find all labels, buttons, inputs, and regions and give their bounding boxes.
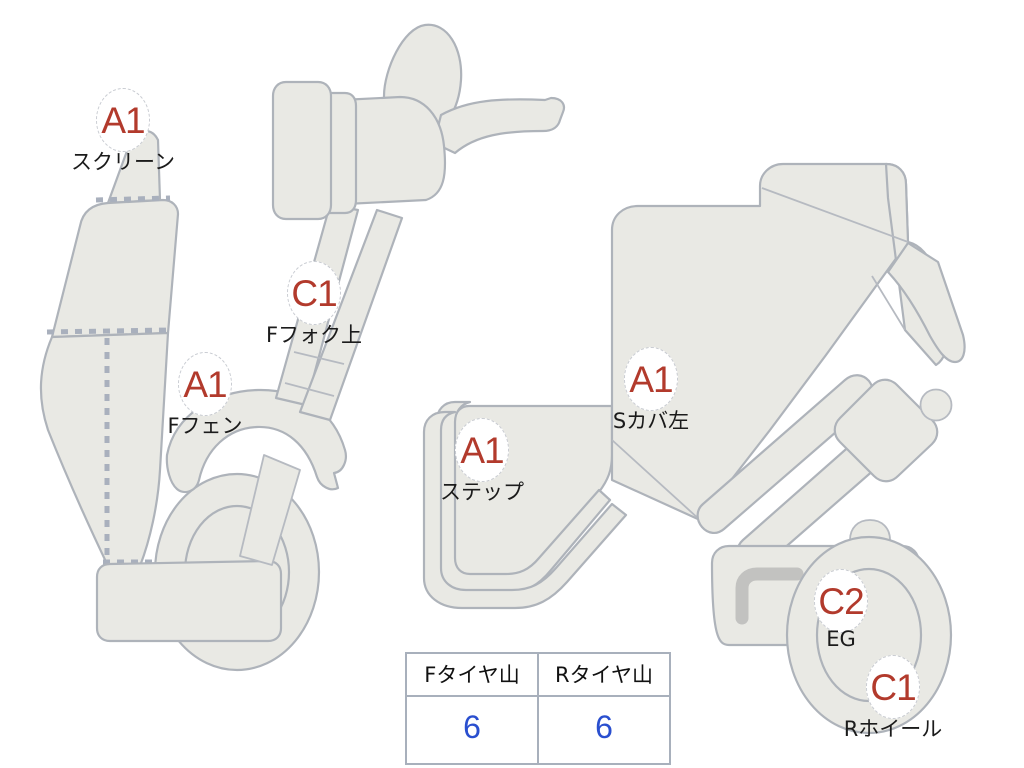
value-front-tire-tread: 6	[405, 695, 539, 765]
callout-label: EG	[826, 627, 856, 651]
floorboard-lower-rail	[422, 410, 628, 610]
front-fork-lower-leg	[239, 454, 301, 566]
grade-badge: A1	[96, 88, 150, 152]
shield-dashed-divider-mid	[46, 327, 171, 335]
callout-rear-wheel[interactable]: C1 Rホイール	[844, 655, 942, 741]
callout-step[interactable]: A1 ステップ	[440, 418, 524, 504]
front-fender	[165, 388, 347, 494]
muffler-tip	[919, 388, 953, 422]
grade-badge: A1	[455, 418, 509, 482]
callout-engine[interactable]: C2 EG	[814, 569, 868, 651]
side-cover-seam-c	[611, 439, 701, 521]
table-header-row: Fタイヤ山 Rタイヤ山	[405, 652, 671, 697]
front-fork-upper-right-tube	[298, 208, 404, 422]
column-header-rear-tire: Rタイヤ山	[537, 652, 671, 697]
callout-label: ステップ	[440, 480, 524, 504]
rear-fender-tail	[886, 241, 966, 364]
fork-upper-joint-line-a	[293, 351, 345, 365]
callout-label: Rホイール	[843, 717, 943, 741]
callout-front-fork-upper[interactable]: C1 Fフォク上	[266, 261, 362, 347]
engine-exhaust-pipe	[735, 567, 804, 625]
callout-screen[interactable]: A1 スクリーン	[71, 88, 175, 174]
side-cover-seam-b	[871, 275, 906, 331]
muffler-upper-arm	[696, 374, 874, 534]
column-header-front-tire: Fタイヤ山	[405, 652, 539, 697]
front-shield-lower-panel	[39, 331, 170, 568]
grade-badge: C1	[866, 655, 920, 719]
headlight-lens-front	[271, 80, 333, 221]
callout-front-fender[interactable]: A1 Fフェン	[167, 352, 243, 438]
table-row: 6 6	[405, 695, 671, 765]
grade-badge: A1	[624, 347, 678, 411]
grade-badge: C2	[814, 569, 868, 633]
grade-badge: C1	[287, 261, 341, 325]
muffler-body	[833, 378, 939, 483]
side-cover-seam-a	[761, 187, 909, 243]
callout-label: Fフォク上	[265, 323, 363, 347]
handlebar-left-grip	[432, 96, 566, 155]
tire-tread-table: Fタイヤ山 Rタイヤ山 6 6	[405, 652, 671, 765]
callout-side-cover-left[interactable]: A1 Sカバ左	[613, 347, 689, 433]
fork-upper-joint-line-b	[284, 382, 335, 397]
front-screen-panel	[50, 198, 180, 339]
grade-badge: A1	[178, 352, 232, 416]
callout-label: Sカバ左	[612, 409, 690, 433]
callout-label: Fフェン	[167, 414, 243, 438]
callout-label: スクリーン	[71, 150, 175, 174]
value-rear-tire-tread: 6	[537, 695, 671, 765]
front-lower-cowl-box	[95, 559, 283, 643]
shield-dashed-divider-upper	[95, 195, 171, 203]
